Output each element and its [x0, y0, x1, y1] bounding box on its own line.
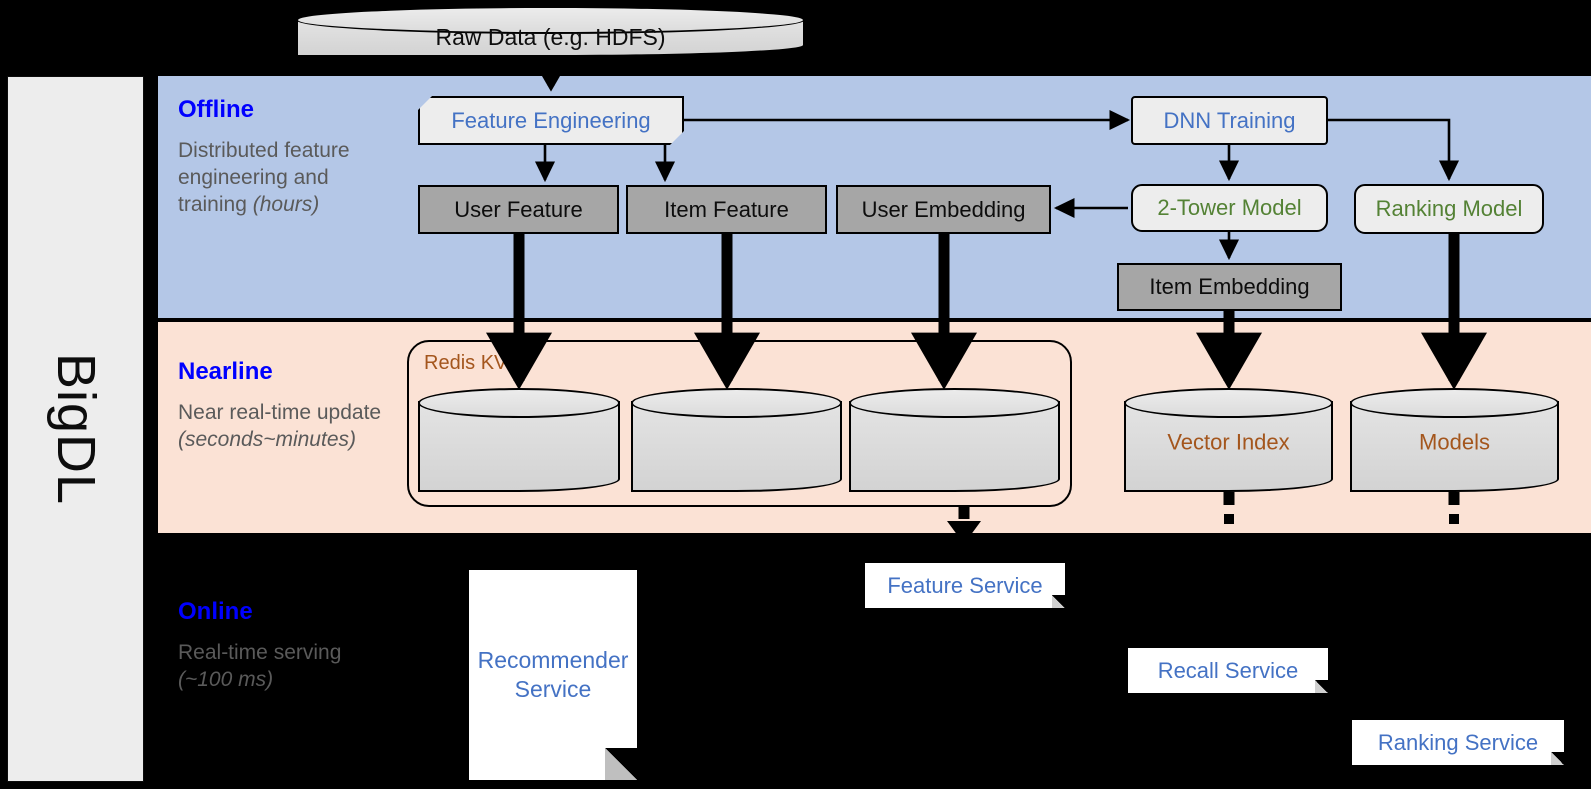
node-label: User Feature — [454, 196, 583, 222]
cylinder-top — [1124, 388, 1333, 418]
online-title: Online — [178, 598, 253, 625]
nearline-desc: Near real-time update (seconds~minutes) — [178, 400, 400, 454]
nearline-title: Nearline — [178, 358, 273, 385]
service-recommender[interactable]: Recommender Service — [469, 570, 637, 780]
nearline-legend: Nearline Near real-time update (seconds~… — [178, 358, 400, 454]
raw-data-store: Raw Data (e.g. HDFS) — [296, 6, 805, 63]
node-label: Item Embedding — [1149, 274, 1310, 299]
node-feature-engineering[interactable]: Feature Engineering — [418, 96, 684, 145]
node-ranking-model[interactable]: Ranking Model — [1354, 184, 1544, 234]
node-label: Feature Engineering — [451, 107, 651, 133]
node-label: Item Feature — [664, 196, 789, 222]
cylinder-top — [849, 388, 1060, 418]
service-recall[interactable]: Recall Service — [1128, 648, 1328, 693]
store-vector-index[interactable]: Vector Index — [1124, 388, 1333, 492]
service-label: Ranking Service — [1377, 729, 1539, 755]
node-label: User Embedding — [861, 196, 1026, 222]
page-fold-icon — [1315, 680, 1328, 693]
node-two-tower-model[interactable]: 2-Tower Model — [1131, 184, 1328, 232]
cylinder-top — [1350, 388, 1559, 418]
store-models[interactable]: Models — [1350, 388, 1559, 492]
online-desc-text: Real-time serving — [178, 641, 342, 664]
nearline-desc-em: (seconds~minutes) — [178, 427, 356, 451]
service-feature[interactable]: Feature Service — [865, 563, 1065, 608]
nearline-desc-text: Near real-time update — [178, 401, 382, 424]
offline-title: Offline — [178, 96, 254, 123]
redis-kv-label: Redis KV — [424, 352, 508, 374]
node-label: Ranking Model — [1375, 196, 1523, 221]
cylinder-top — [418, 388, 620, 418]
store-label: Vector Index — [1167, 429, 1290, 455]
online-legend: Online Real-time serving (~100 ms) — [178, 598, 358, 694]
node-label: 2-Tower Model — [1157, 195, 1302, 220]
cylinder-top — [296, 6, 805, 34]
store-user-embedding[interactable] — [849, 388, 1060, 492]
service-label: Feature Service — [887, 572, 1043, 598]
cylinder-top — [631, 388, 842, 418]
store-item-feature[interactable] — [631, 388, 842, 492]
offline-legend: Offline Distributed feature engineering … — [178, 96, 393, 219]
online-desc-em: (~100 ms) — [178, 667, 274, 691]
node-dnn-training[interactable]: DNN Training — [1131, 96, 1328, 145]
service-label: Recall Service — [1157, 657, 1299, 683]
node-item-embedding[interactable]: Item Embedding — [1117, 263, 1342, 311]
store-user-feature[interactable] — [418, 388, 620, 492]
offline-desc-text: Distributed feature engineering and trai… — [178, 139, 350, 216]
raw-data-label: Raw Data (e.g. HDFS) — [435, 23, 666, 50]
online-desc: Real-time serving (~100 ms) — [178, 640, 358, 694]
node-label: DNN Training — [1163, 107, 1296, 133]
offline-desc: Distributed feature engineering and trai… — [178, 138, 393, 219]
page-fold-icon — [1551, 752, 1564, 765]
service-label: Recommender Service — [477, 647, 629, 702]
node-user-feature[interactable]: User Feature — [418, 185, 619, 234]
offline-desc-em: (hours) — [252, 192, 320, 216]
store-label: Models — [1419, 429, 1490, 455]
page-fold-icon — [1052, 595, 1065, 608]
node-user-embedding[interactable]: User Embedding — [836, 185, 1051, 234]
node-item-feature[interactable]: Item Feature — [626, 185, 827, 234]
service-ranking[interactable]: Ranking Service — [1352, 720, 1564, 765]
page-fold-icon — [605, 748, 637, 780]
sidebar-bigdl: BigDL — [7, 76, 144, 782]
sidebar-label: BigDL — [45, 352, 106, 506]
